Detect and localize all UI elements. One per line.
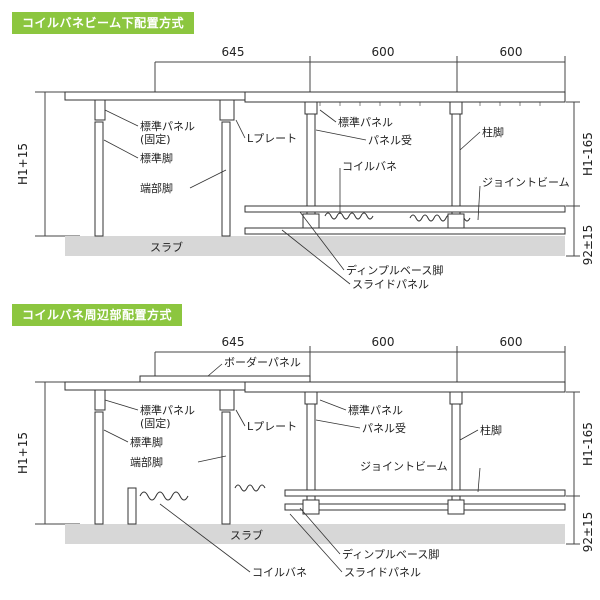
end-leg	[221, 121, 231, 237]
dim-645: 645	[222, 335, 245, 349]
label-std-leg: 標準脚	[140, 151, 173, 165]
slab-label: スラブ	[230, 528, 263, 542]
diagram-1-drawing: 645 600 600 H1+15 スラブ H1-1	[16, 45, 595, 291]
label-dimple-base-leg: ディンプルベース脚	[346, 263, 443, 277]
right-height-label: H1-165	[581, 132, 595, 176]
label-std-panel-fixed: 標準パネル(固定)	[140, 403, 195, 430]
coil-spring-b	[234, 484, 266, 492]
std-leg	[94, 411, 104, 525]
bottom-height-label: 92±15	[581, 225, 595, 266]
label-std-leg: 標準脚	[130, 435, 163, 449]
slab	[65, 524, 565, 544]
bottom-height-label: 92±15	[581, 512, 595, 553]
pillar-leg-a	[306, 113, 316, 215]
label-slide-panel: スライドパネル	[344, 566, 421, 579]
diagram-2-drawing: 645 600 600 H1+15 スラブ H1-165 92±15	[16, 335, 595, 579]
diagram-2-title: コイルバネ周辺部配置方式	[12, 304, 183, 326]
coil-spring-a	[324, 212, 374, 220]
std-leg	[94, 121, 104, 237]
fixed-panel	[64, 91, 246, 101]
label-coil-spring: コイルバネ	[252, 566, 307, 579]
fixed-panel	[64, 381, 246, 391]
coil-spring-a	[139, 491, 189, 501]
dim-600-b: 600	[500, 335, 523, 349]
std-panels	[244, 381, 566, 393]
label-std-panel-fixed: 標準パネル(固定)	[140, 119, 195, 146]
label-joint-beam: ジョイントビーム	[360, 460, 448, 473]
pillar-leg-b	[451, 403, 461, 501]
label-std-panel: 標準パネル	[348, 403, 403, 417]
label-l-plate: Lプレート	[247, 420, 297, 433]
pillar-leg-a	[306, 403, 316, 501]
left-height-label: H1+15	[16, 143, 30, 185]
left-height-label: H1+15	[16, 432, 30, 474]
label-panel-receiver: パネル受	[368, 134, 412, 147]
border-panel	[139, 375, 311, 383]
label-pillar-leg: 柱脚	[480, 423, 502, 437]
diagram-1-title: コイルバネビーム下配置方式	[12, 12, 195, 34]
label-slide-panel: スライドパネル	[352, 278, 429, 291]
label-panel-receiver: パネル受	[362, 422, 406, 435]
slab-label: スラブ	[150, 240, 183, 254]
label-coil-spring: コイルバネ	[342, 160, 397, 173]
joint-beam	[284, 489, 566, 497]
label-joint-beam: ジョイントビーム	[482, 176, 570, 189]
label-end-leg: 端部脚	[140, 181, 173, 195]
slide-panel	[244, 227, 566, 235]
label-dimple-base-leg: ディンプルベース脚	[342, 547, 439, 561]
label-l-plate: Lプレート	[247, 132, 297, 145]
label-std-panel: 標準パネル	[338, 115, 393, 129]
label-end-leg: 端部脚	[130, 455, 163, 469]
joint-beam	[244, 205, 566, 213]
label-border-panel: ボーダーパネル	[224, 355, 301, 369]
dim-600-a: 600	[372, 45, 395, 59]
dim-645: 645	[222, 45, 245, 59]
dim-600-a: 600	[372, 335, 395, 349]
slide-panel	[284, 503, 566, 511]
end-leg	[221, 411, 231, 525]
pillar-leg-b	[451, 113, 461, 215]
dim-600-b: 600	[500, 45, 523, 59]
std-panels	[244, 91, 566, 103]
label-pillar-leg: 柱脚	[482, 125, 504, 139]
right-height-label: H1-165	[581, 422, 595, 466]
slab	[65, 236, 565, 256]
